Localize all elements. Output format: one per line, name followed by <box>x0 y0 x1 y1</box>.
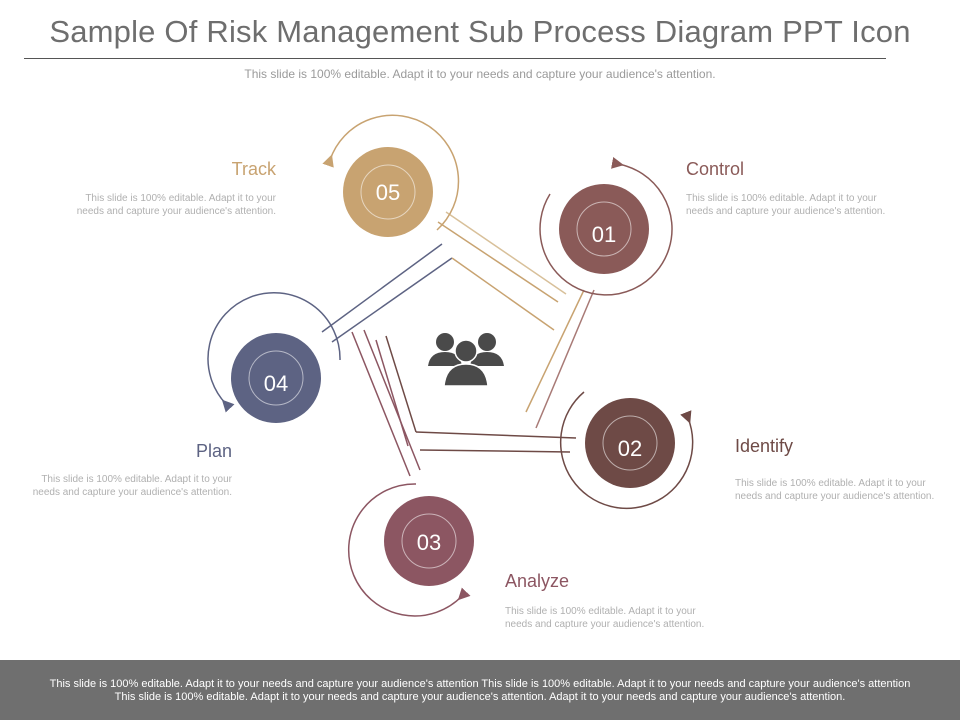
step-label-identify: Identify <box>735 436 794 456</box>
step-description-control: This slide is 100% editable. Adapt it to… <box>686 193 886 217</box>
step-label-plan: Plan <box>195 441 232 461</box>
step-inner-ring <box>401 513 457 569</box>
step-inner-ring <box>248 350 304 406</box>
ring-arc-04 <box>207 291 341 413</box>
footer-line-2: This slide is 100% editable. Adapt it to… <box>114 691 846 703</box>
step-label-control: Control <box>686 159 745 179</box>
step-inner-ring <box>576 201 632 257</box>
ring-arc-03 <box>347 483 471 617</box>
footer-line-1: This slide is 100% editable. Adapt it to… <box>49 678 911 690</box>
ring-arc-02 <box>559 391 694 510</box>
step-circle-fill <box>559 184 649 274</box>
slide-subtitle: This slide is 100% editable. Adapt it to… <box>244 67 716 81</box>
step-number: 03 <box>417 530 441 555</box>
step-circle-fill <box>231 333 321 423</box>
step-circle-fill <box>585 398 675 488</box>
step-label-track: Track <box>231 159 276 179</box>
step-circle-02: 02 <box>585 398 675 488</box>
step-number: 04 <box>264 371 288 396</box>
process-diagram: 05 01 02 03 04 <box>207 114 694 617</box>
step-number: 05 <box>376 180 400 205</box>
ring-arc-05 <box>322 114 460 231</box>
step-number: 01 <box>592 222 616 247</box>
step-description-plan: This slide is 100% editable. Adapt it to… <box>32 474 232 498</box>
footer-bar: This slide is 100% editable. Adapt it to… <box>0 660 960 720</box>
slide-title: Sample Of Risk Management Sub Process Di… <box>49 14 911 49</box>
step-circle-03: 03 <box>384 496 474 586</box>
step-number: 02 <box>618 436 642 461</box>
people-group-icon <box>428 333 504 387</box>
step-circle-fill <box>384 496 474 586</box>
step-inner-ring <box>360 164 416 220</box>
step-circle-01: 01 <box>559 184 649 274</box>
step-circle-05: 05 <box>343 147 433 237</box>
step-inner-ring <box>602 415 658 471</box>
ring-arc-01 <box>539 156 673 296</box>
connector-lines <box>321 211 595 477</box>
title-divider <box>24 58 886 59</box>
step-description-identify: This slide is 100% editable. Adapt it to… <box>735 478 935 502</box>
step-label-analyze: Analyze <box>505 571 570 591</box>
step-circle-04: 04 <box>231 333 321 423</box>
step-circle-fill <box>343 147 433 237</box>
step-description-analyze: This slide is 100% editable. Adapt it to… <box>505 606 705 630</box>
step-description-track: This slide is 100% editable. Adapt it to… <box>76 193 276 217</box>
